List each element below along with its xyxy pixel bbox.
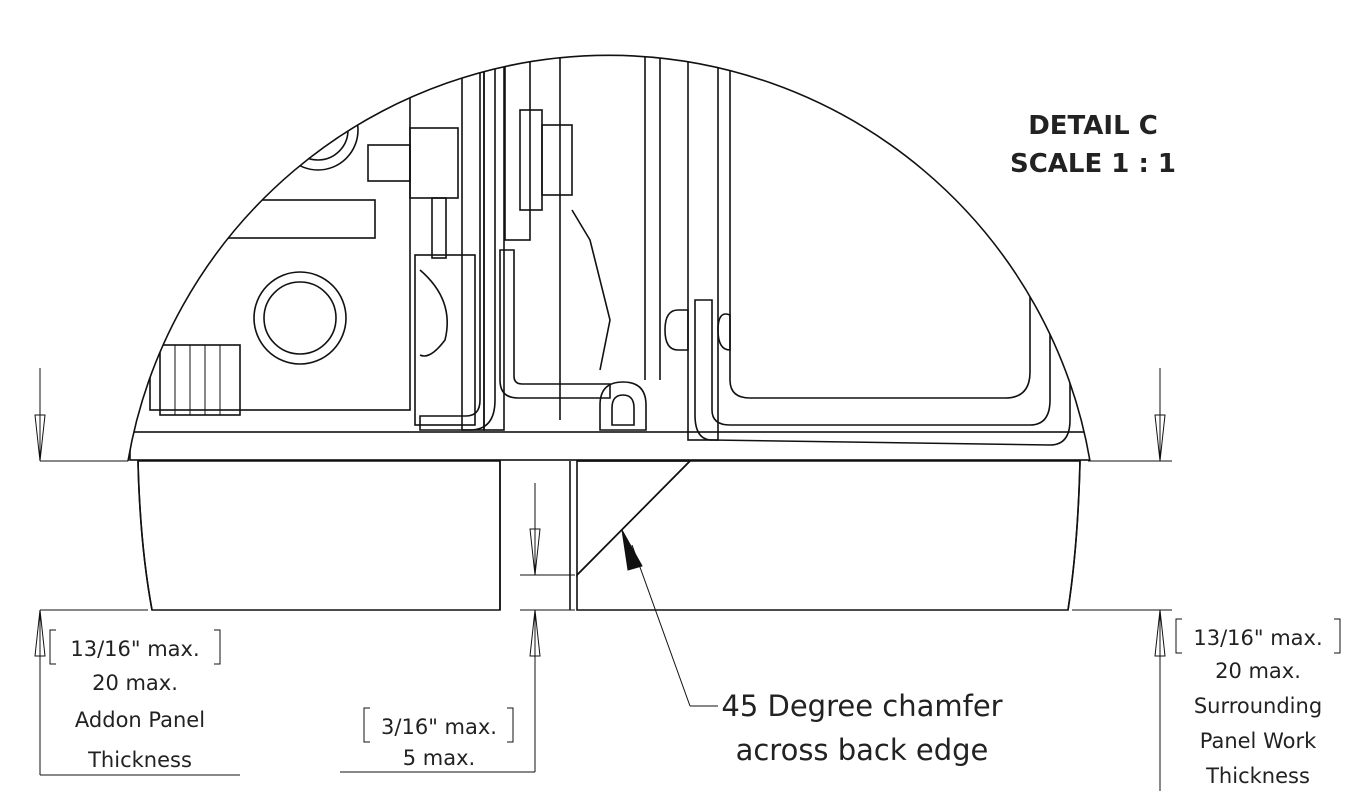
chamfer-callout-line1: 45 Degree chamfer <box>721 689 1002 723</box>
right-imperial-dim: 13/16" max. <box>1193 626 1322 650</box>
mechanism-section <box>129 55 1090 461</box>
middle-imperial-dim: 3/16" max. <box>381 715 497 739</box>
chamfer-void <box>576 460 692 577</box>
left-imperial-dim: 13/16" max. <box>70 637 199 661</box>
right-metric-dim: 20 max. <box>1215 659 1301 683</box>
left-bracket-open <box>49 629 56 665</box>
left-dimension <box>34 368 240 776</box>
middle-bracket-close <box>507 707 514 743</box>
middle-metric-dim: 5 max. <box>403 746 475 770</box>
left-caption-1: Addon Panel <box>75 708 205 732</box>
middle-dimension <box>340 483 541 773</box>
right-caption-2: Panel Work <box>1200 729 1317 753</box>
left-bracket-close <box>214 629 221 665</box>
right-bracket-open <box>1175 618 1182 654</box>
detail-circle-lower-right <box>1067 460 1081 611</box>
middle-bracket-open <box>363 707 370 743</box>
surrounding-panel-section <box>576 460 1081 611</box>
chamfer-callout-line2: across back edge <box>736 733 989 767</box>
right-dimension <box>1154 368 1166 791</box>
detail-title: DETAIL C <box>1028 111 1158 141</box>
detail-scale: SCALE 1 : 1 <box>1010 149 1176 179</box>
right-bracket-close <box>1334 618 1341 654</box>
right-caption-1: Surrounding <box>1194 694 1322 718</box>
detail-circle-lower-left <box>137 460 153 611</box>
right-caption-3: Thickness <box>1205 764 1310 788</box>
left-metric-dim: 20 max. <box>92 671 178 695</box>
left-caption-2: Thickness <box>87 748 192 772</box>
detail-circle-arc <box>127 54 1091 462</box>
addon-panel-section <box>137 460 501 611</box>
chamfer-leader <box>621 529 718 707</box>
